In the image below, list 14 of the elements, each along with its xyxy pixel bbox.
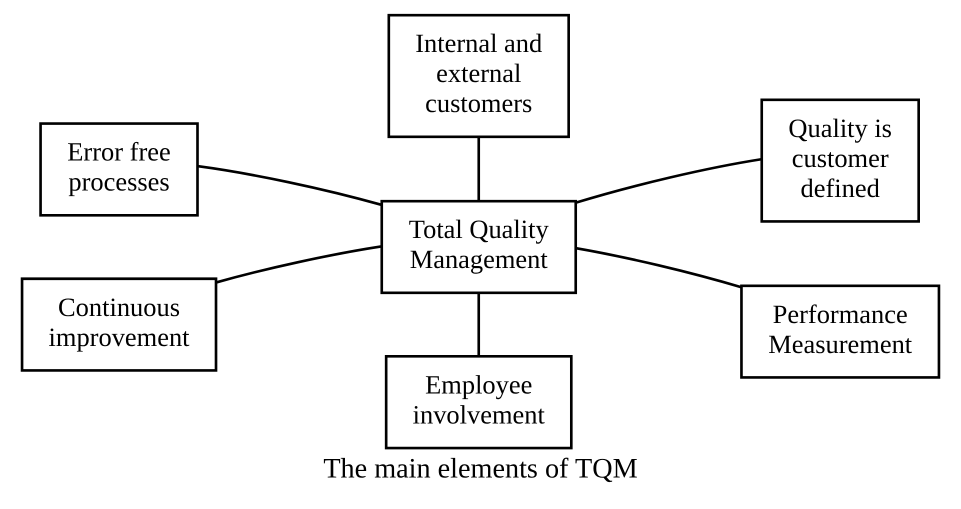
node-box: Total Quality Management xyxy=(380,200,578,294)
connector xyxy=(576,246,742,289)
node-box: Continuous improvement xyxy=(20,277,218,372)
connector xyxy=(198,164,382,206)
connector xyxy=(576,158,762,204)
node-box: Internal and external customers xyxy=(387,14,570,138)
caption: The main elements of TQM xyxy=(323,454,638,485)
connector xyxy=(216,245,382,284)
node-box: Employee involvement xyxy=(384,355,573,450)
node-box: Performance Measurement xyxy=(740,284,940,379)
node-box: Quality is customer defined xyxy=(760,98,920,223)
node-box: Error free processes xyxy=(39,122,199,217)
connector xyxy=(477,293,480,356)
connector xyxy=(477,136,480,201)
